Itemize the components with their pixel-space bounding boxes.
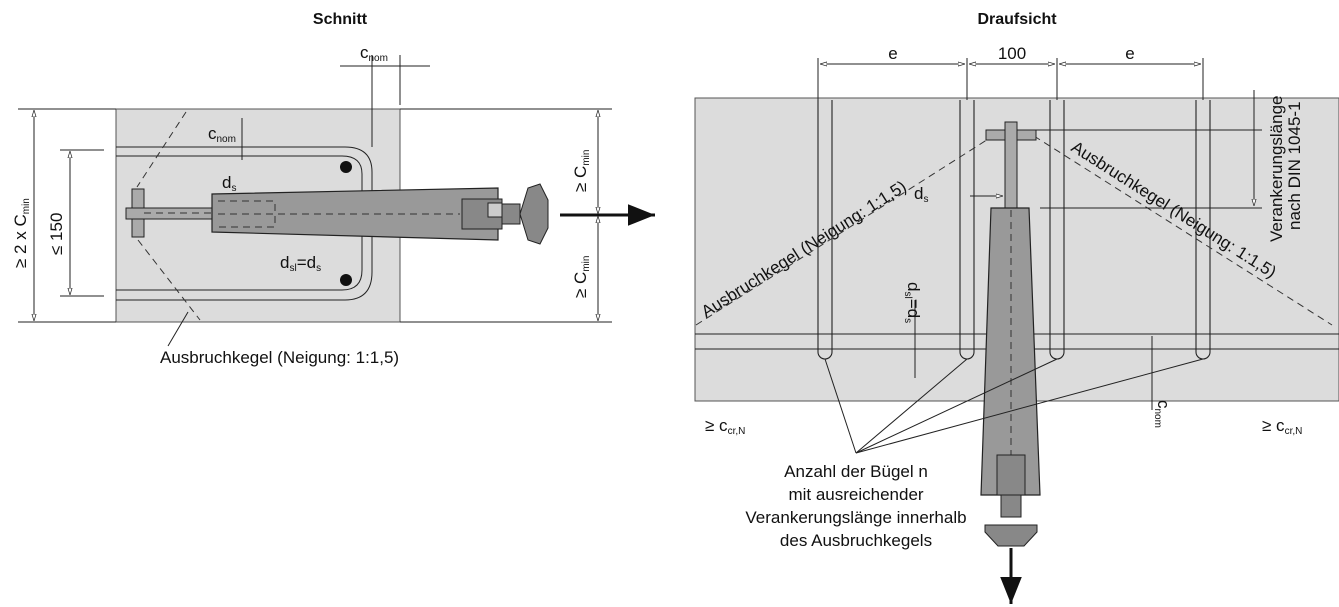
cnom-inner-label: cnom (208, 124, 236, 145)
rebar-top (340, 161, 352, 173)
sleeve-hidden-1 (218, 200, 276, 228)
cone-leader (167, 311, 189, 347)
note-line-1: Anzahl der Bügel n (784, 462, 928, 481)
cmin-bottom-label: ≥ Cmin (571, 256, 592, 298)
draufsicht-view: Draufsicht e 100 (694, 11, 1339, 604)
cnom-label-right: cnom (1152, 400, 1173, 428)
ds-label: ds (222, 173, 236, 194)
sleeve-end-top (996, 454, 1026, 496)
spacing-label: 100 (998, 44, 1026, 63)
head-top (984, 524, 1038, 547)
ccr-left-label: ≥ ccr,N (705, 416, 745, 437)
dim-2cmin-label: ≥ 2 x Cmin (11, 198, 32, 268)
cone-dash-right (1033, 135, 1333, 326)
connector-head (519, 183, 549, 245)
neck-top (1000, 494, 1022, 518)
cone-line-top (136, 111, 187, 188)
dsl-label-right: dsl=ds (902, 282, 923, 323)
rebar-bottom (340, 274, 352, 286)
dim-150-label: ≤ 150 (47, 213, 66, 255)
cone-label: Ausbruchkegel (Neigung: 1:1,5) (160, 348, 399, 367)
e-left-label: e (888, 44, 897, 63)
cone-dash-left (695, 135, 994, 326)
sleeve-top (980, 207, 1041, 496)
note-line-4: des Ausbruchkegels (780, 531, 932, 550)
connector-neck (501, 203, 521, 225)
cmin-top-label: ≥ Cmin (571, 150, 592, 192)
ccr-right-label: ≥ ccr,N (1262, 416, 1302, 437)
dsl-label: dsl=ds (280, 253, 321, 274)
sleeve-cap (487, 202, 503, 218)
schnitt-view: Schnitt cnom cnom ds dsl=d (11, 11, 655, 367)
cnom-top-label: cnom (360, 43, 388, 64)
note-line-2: mit ausreichender (788, 485, 923, 504)
note-line-3: Verankerungslänge innerhalb (745, 508, 966, 527)
anchor-len-label-1: Verankerungslänge (1267, 95, 1286, 242)
anchor-len-label-2: nach DIN 1045-1 (1285, 101, 1304, 230)
schnitt-title: Schnitt (313, 11, 368, 28)
ds-label-right: ds (914, 184, 928, 205)
draufsicht-title: Draufsicht (977, 11, 1057, 28)
e-right-label: e (1125, 44, 1134, 63)
cone-line-bottom (137, 239, 201, 321)
note-leaders (824, 358, 1204, 454)
